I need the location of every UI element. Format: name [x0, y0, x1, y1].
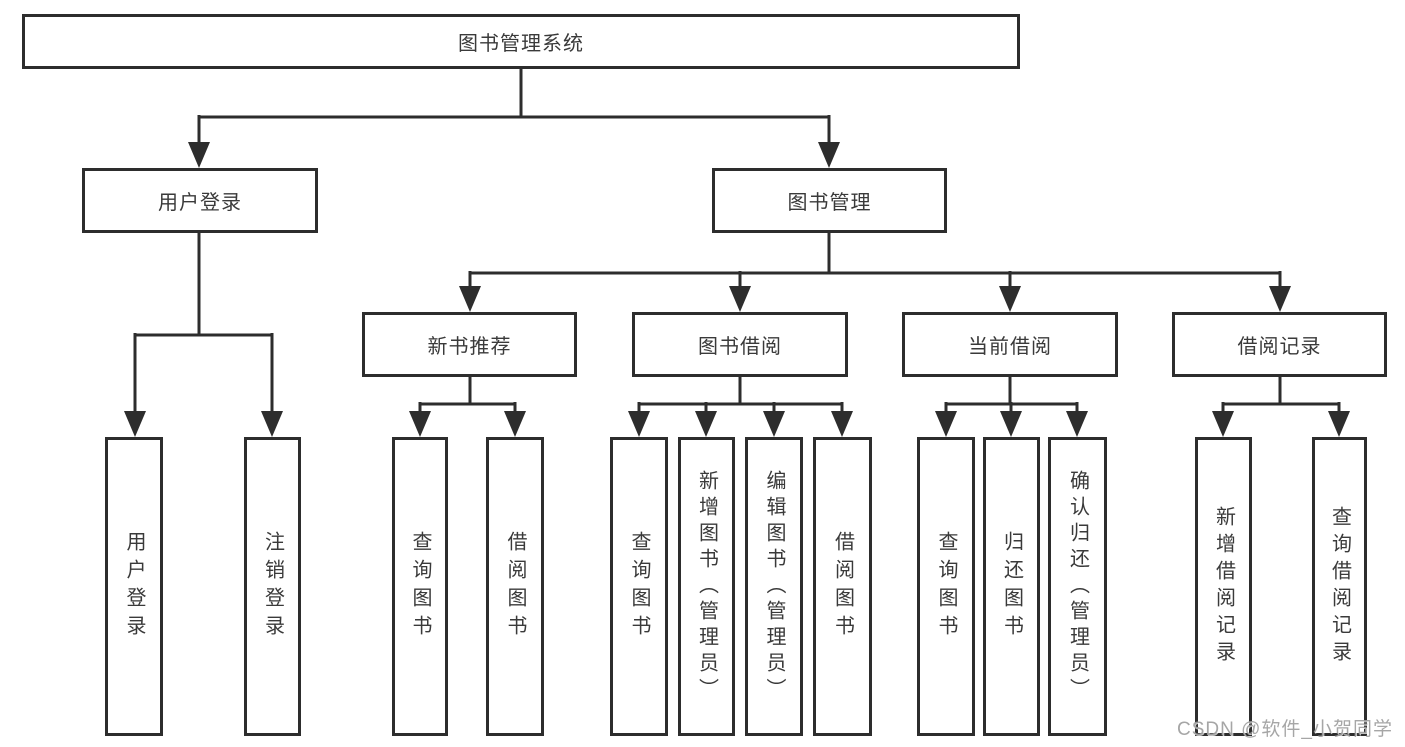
leaf-label: 借阅图书 — [504, 530, 526, 643]
node-book-management: 图书管理 — [712, 168, 947, 233]
leaf-label: 新增借阅记录 — [1212, 505, 1235, 668]
node-current-borrowing: 当前借阅 — [902, 312, 1118, 377]
leaf-user-login: 用户登录 — [105, 437, 163, 736]
leaf-label: 查询图书 — [935, 530, 957, 643]
leaf-label: 新增图书（管理员） — [695, 469, 718, 704]
leaf-label: 归还图书 — [1000, 530, 1023, 643]
leaf-label: 用户登录 — [123, 530, 145, 643]
leaf-records-query-record: 查询借阅记录 — [1312, 437, 1367, 736]
leaf-logout: 注销登录 — [244, 437, 301, 736]
leaf-borrowing-add-book-admin: 新增图书（管理员） — [678, 437, 735, 736]
leaf-current-query-books: 查询图书 — [917, 437, 975, 736]
connector-paths — [133, 69, 1341, 420]
leaf-label: 借阅图书 — [831, 530, 854, 643]
leaf-borrowing-borrow-books: 借阅图书 — [813, 437, 872, 736]
leaf-current-return-books: 归还图书 — [983, 437, 1040, 736]
node-library-management-system: 图书管理系统 — [22, 14, 1020, 69]
watermark-text: CSDN @软件_小贺同学 — [1177, 719, 1393, 740]
leaf-records-add-record: 新增借阅记录 — [1195, 437, 1252, 736]
leaf-label: 查询借阅记录 — [1328, 505, 1351, 668]
leaf-label: 编辑图书（管理员） — [763, 469, 785, 704]
leaf-current-confirm-return-admin: 确认归还（管理员） — [1048, 437, 1107, 736]
node-book-borrowing: 图书借阅 — [632, 312, 848, 377]
node-new-book-recommend: 新书推荐 — [362, 312, 577, 377]
leaf-label: 注销登录 — [261, 530, 284, 643]
leaf-label: 查询图书 — [409, 530, 431, 643]
node-user-login: 用户登录 — [82, 168, 318, 233]
leaf-recommend-query-books: 查询图书 — [392, 437, 448, 736]
leaf-borrowing-edit-book-admin: 编辑图书（管理员） — [745, 437, 803, 736]
leaf-recommend-borrow-books: 借阅图书 — [486, 437, 544, 736]
leaf-label: 确认归还（管理员） — [1066, 469, 1089, 704]
leaf-borrowing-query-books: 查询图书 — [610, 437, 668, 736]
node-borrowing-records: 借阅记录 — [1172, 312, 1387, 377]
arrowheads — [124, 142, 1350, 437]
leaf-label: 查询图书 — [628, 530, 650, 643]
